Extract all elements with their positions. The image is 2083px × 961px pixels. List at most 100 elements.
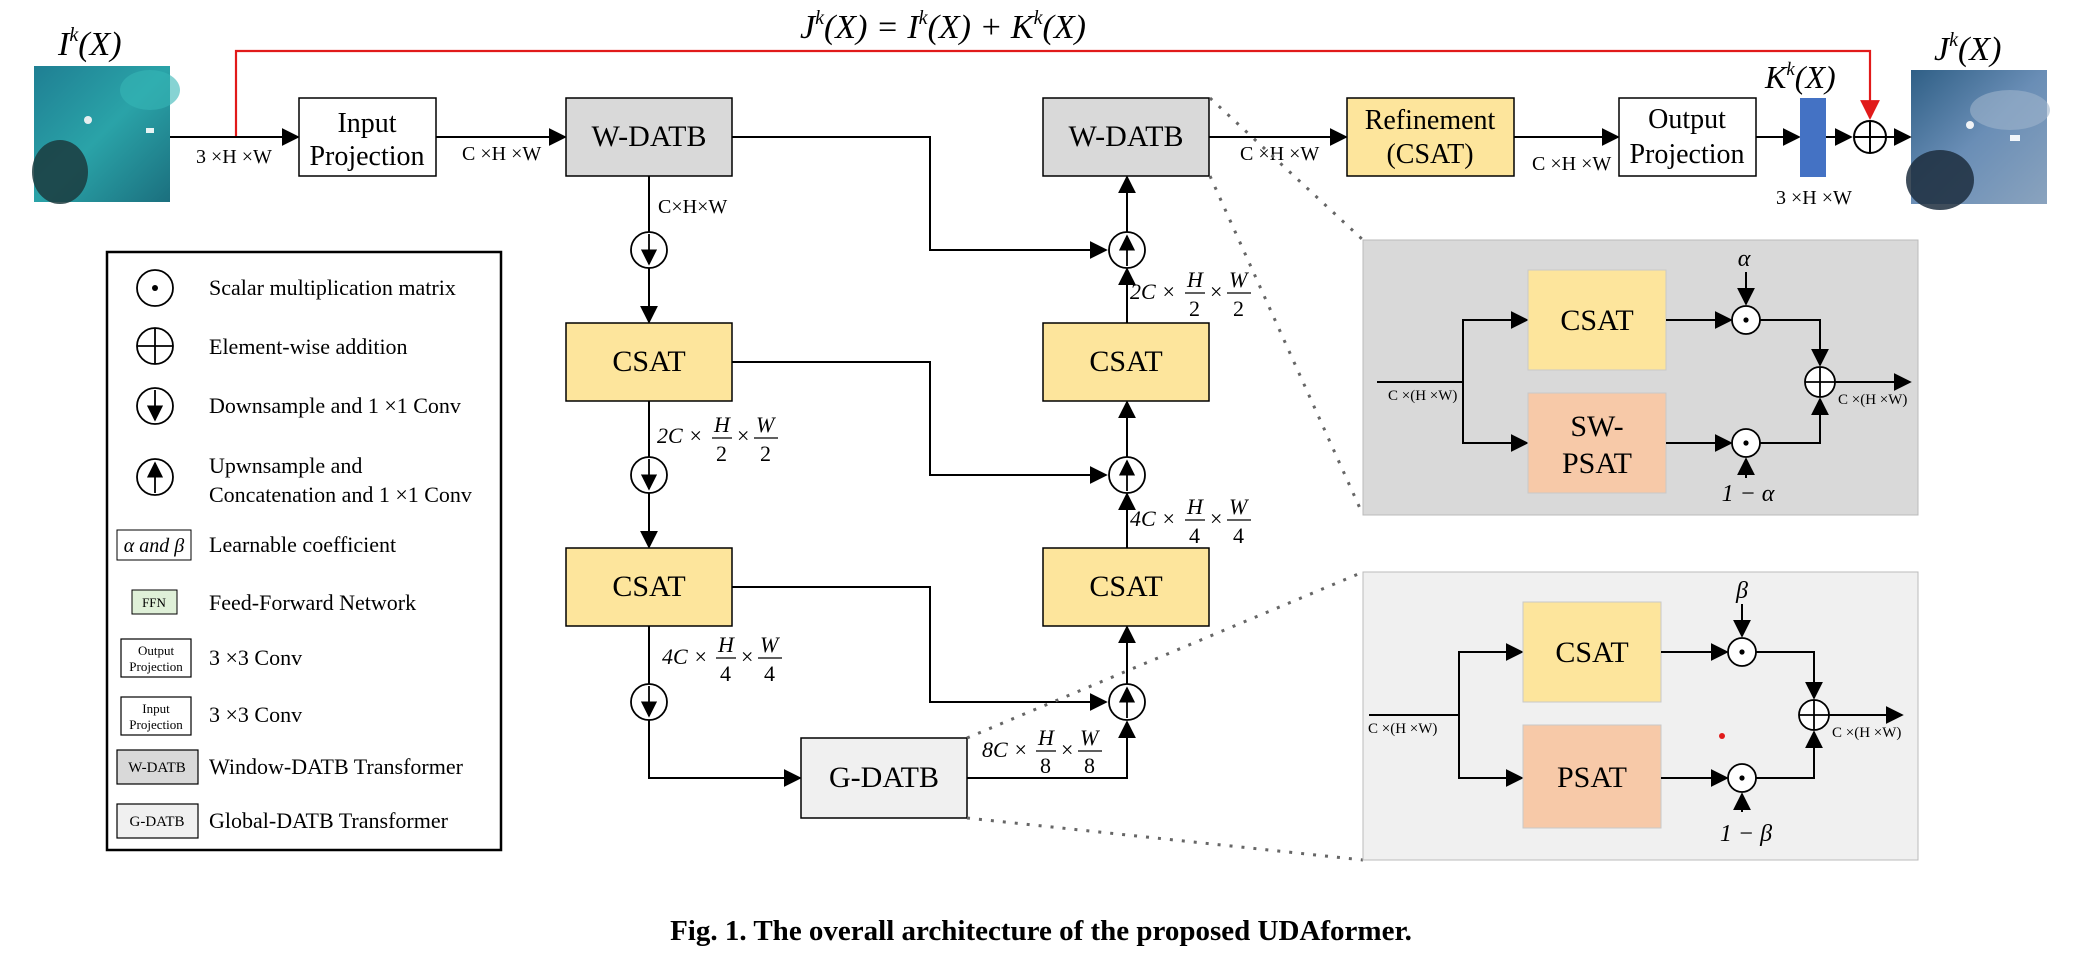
svg-text:SW-: SW- (1570, 410, 1623, 443)
svg-text:CSAT: CSAT (612, 345, 685, 378)
k-label: Kk(X) (1764, 59, 1836, 95)
svg-text:H: H (1186, 267, 1204, 292)
svg-text:W: W (1229, 267, 1249, 292)
svg-text:CSAT: CSAT (1089, 345, 1162, 378)
svg-text:Window-DATB Transformer: Window-DATB Transformer (209, 754, 464, 779)
svg-text:4C ×: 4C × (662, 644, 708, 669)
addition-icon (1853, 120, 1887, 154)
svg-text:C ×(H ×W): C ×(H ×W) (1838, 392, 1907, 408)
svg-text:Jk(X) = Ik(X) + Kk(X): Jk(X) = Ik(X) + Kk(X) (800, 7, 1086, 46)
input-projection-icon: Input Projection (120, 696, 192, 736)
residual-formula: Jk(X) = Ik(X) + Kk(X) (800, 7, 1086, 46)
svg-text:Element-wise addition: Element-wise addition (209, 334, 408, 359)
residual-connection (234, 49, 1880, 137)
svg-text:1 − α: 1 − α (1722, 481, 1775, 507)
svg-text:Projection: Projection (129, 659, 183, 674)
csat-encoder-block-1: CSAT (565, 322, 733, 402)
svg-text:FFN: FFN (142, 595, 166, 610)
svg-text:α: α (1738, 246, 1751, 272)
w-datb-decoder-block: W-DATB (1042, 97, 1210, 177)
svg-text:PSAT: PSAT (1562, 447, 1632, 480)
svg-text:C ×(H ×W): C ×(H ×W) (1368, 721, 1437, 737)
svg-text:×: × (1210, 279, 1222, 304)
svg-text:CSAT: CSAT (612, 570, 685, 603)
input-projection-block: Input Projection (298, 97, 437, 177)
k-feature-bar (1800, 98, 1826, 177)
dim-label: 3 ×H ×W (1776, 187, 1852, 209)
svg-text:H: H (717, 632, 735, 657)
refinement-block: Refinement (CSAT) (1346, 97, 1515, 177)
downsample-icon (630, 456, 668, 494)
svg-text:Downsample and 1 ×1 Conv: Downsample and 1 ×1 Conv (209, 393, 461, 418)
svg-text:2: 2 (716, 441, 727, 466)
svg-text:4: 4 (1189, 523, 1200, 548)
svg-text:H: H (1186, 494, 1204, 519)
svg-text:W: W (756, 412, 776, 437)
upsample-icon (136, 458, 174, 496)
svg-text:Learnable coefficient: Learnable coefficient (209, 532, 396, 557)
dim-label-4c: 4C × H 4 × W 4 (662, 632, 782, 686)
svg-text:Projection: Projection (129, 717, 183, 732)
svg-text:Output: Output (138, 643, 175, 658)
csat-decoder-block-1: CSAT (1042, 322, 1210, 402)
csat-encoder-block-2: CSAT (565, 547, 733, 627)
legend: Scalar multiplication matrix Element-wis… (105, 250, 503, 852)
downsample-icon (136, 387, 174, 425)
dim-label: C ×H ×W (462, 143, 541, 165)
svg-text:2C ×: 2C × (657, 423, 703, 448)
svg-text:Refinement: Refinement (1365, 105, 1496, 136)
svg-text:G-DATB: G-DATB (130, 814, 185, 830)
svg-text:2: 2 (1189, 296, 1200, 321)
svg-text:Projection: Projection (1629, 139, 1744, 170)
svg-text:W-DATB: W-DATB (592, 120, 707, 153)
svg-text:CSAT: CSAT (1555, 636, 1628, 669)
w-datb-icon: W-DATB (116, 749, 199, 785)
svg-text:α and β: α and β (124, 535, 184, 557)
svg-text:2: 2 (1233, 296, 1244, 321)
coefficient-icon: α and β (116, 529, 192, 561)
svg-text:2: 2 (760, 441, 771, 466)
svg-text:CSAT: CSAT (1560, 304, 1633, 337)
output-projection-icon: Output Projection (120, 638, 192, 678)
svg-text:G-DATB: G-DATB (829, 761, 939, 794)
svg-text:8: 8 (1084, 753, 1095, 778)
dim-label-2c: 2C × H 2 × W 2 (657, 412, 778, 466)
upsample-icon (1108, 456, 1146, 494)
svg-text:Concatenation and 1 ×1 Conv: Concatenation and 1 ×1 Conv (209, 482, 472, 507)
svg-text:β: β (1735, 578, 1748, 604)
dim-label-2c-dec: 2C × H 2 × W 2 (1130, 267, 1251, 321)
svg-text:×: × (737, 423, 749, 448)
dim-label: C×H×W (658, 196, 727, 218)
svg-text:W: W (1229, 494, 1249, 519)
g-datb-icon: G-DATB (116, 803, 199, 839)
svg-text:4: 4 (764, 661, 775, 686)
svg-text:Output: Output (1648, 104, 1726, 135)
g-datb-detail-panel: C ×(H ×W) CSAT PSAT β 1 − β C ×(H ×W) (1362, 571, 1919, 861)
svg-text:×: × (1061, 737, 1073, 762)
dim-label: 3 ×H ×W (196, 146, 272, 168)
output-image (1906, 70, 2050, 210)
input-image (32, 66, 180, 204)
dot-icon (136, 269, 174, 307)
svg-text:1 − β: 1 − β (1720, 821, 1772, 847)
svg-text:4: 4 (1233, 523, 1244, 548)
svg-text:Upwnsample and: Upwnsample and (209, 453, 362, 478)
ffn-icon: FFN (131, 589, 178, 615)
svg-text:Kk(X): Kk(X) (1764, 59, 1836, 95)
plus-icon (136, 327, 174, 365)
svg-text:Global-DATB Transformer: Global-DATB Transformer (209, 808, 449, 833)
output-projection-block: Output Projection (1618, 97, 1757, 177)
svg-text:Input: Input (337, 108, 396, 139)
input-label: Ik(X) (57, 24, 122, 63)
svg-text:W-DATB: W-DATB (1069, 120, 1184, 153)
svg-text:×: × (741, 644, 753, 669)
svg-text:3 ×3 Conv: 3 ×3 Conv (209, 702, 302, 727)
csat-decoder-block-2: CSAT (1042, 547, 1210, 627)
svg-text:CSAT: CSAT (1089, 570, 1162, 603)
svg-text:3 ×3 Conv: 3 ×3 Conv (209, 645, 302, 670)
svg-text:Feed-Forward Network: Feed-Forward Network (209, 590, 416, 615)
svg-text:W-DATB: W-DATB (128, 760, 186, 776)
svg-text:C ×(H ×W): C ×(H ×W) (1832, 725, 1901, 741)
svg-text:C ×(H ×W): C ×(H ×W) (1388, 388, 1457, 404)
